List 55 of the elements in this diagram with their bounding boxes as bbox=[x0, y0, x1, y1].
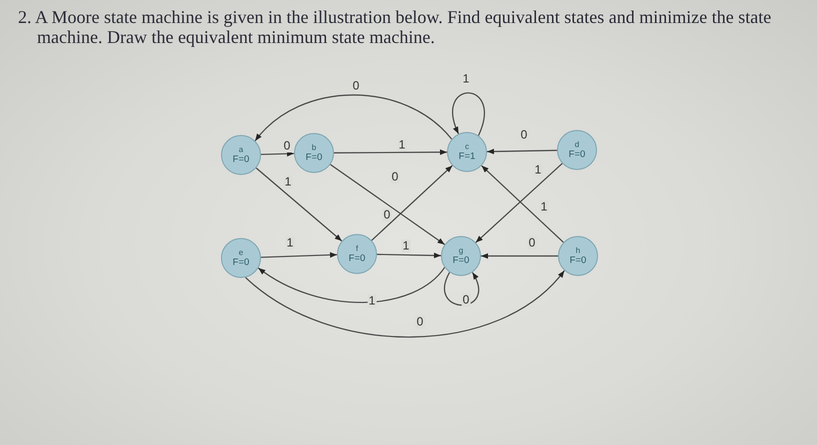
output-label: F=0 bbox=[452, 255, 470, 266]
state-name: b bbox=[312, 143, 316, 152]
state-circle bbox=[294, 133, 334, 173]
state-name: e bbox=[238, 248, 244, 257]
edge-label: 1 bbox=[368, 294, 376, 308]
self-loop-arrow bbox=[444, 272, 480, 306]
state-circle bbox=[557, 130, 597, 170]
state-name: f bbox=[356, 244, 358, 253]
state-name: d bbox=[574, 140, 580, 149]
self-loop-arrow bbox=[452, 92, 485, 136]
edge-label: 1 bbox=[534, 164, 542, 176]
edge-label: 1 bbox=[462, 72, 470, 86]
output-label: F=0 bbox=[568, 149, 586, 160]
transition-arrow bbox=[260, 150, 294, 157]
transition-arrow bbox=[330, 164, 445, 246]
edge-label: 0 bbox=[382, 208, 392, 222]
transition-arrow bbox=[258, 267, 446, 303]
state-name: g bbox=[458, 246, 464, 255]
edge-label: 0 bbox=[462, 294, 470, 306]
edge-label: 0 bbox=[352, 80, 360, 92]
edge-label: 0 bbox=[390, 170, 400, 184]
question-text: 2. A Moore state machine is given in the illustration below. Find equivalent states and minimize the state machine. Draw the equivalent minimum state machine. bbox=[18, 7, 772, 47]
edge-label: 1 bbox=[286, 236, 294, 250]
state-circle bbox=[441, 236, 481, 276]
output-label: F=0 bbox=[570, 255, 586, 266]
state-name: a bbox=[238, 145, 244, 154]
state-name: c bbox=[465, 142, 469, 151]
transition-arrow bbox=[486, 148, 558, 154]
transition-arrow bbox=[481, 253, 558, 259]
transition-arrow bbox=[254, 94, 452, 142]
transition-arrow bbox=[260, 252, 338, 258]
edge-label: 1 bbox=[540, 200, 548, 214]
output-label: F=0 bbox=[348, 253, 366, 264]
edge-label: 0 bbox=[520, 128, 528, 142]
output-label: F=1 bbox=[458, 151, 476, 162]
edge-label: 1 bbox=[284, 176, 292, 188]
state-circle bbox=[221, 135, 261, 175]
transition-arrow bbox=[376, 252, 442, 258]
state-circle bbox=[447, 132, 487, 172]
output-label: F=0 bbox=[232, 257, 250, 268]
edge-label: 1 bbox=[398, 138, 406, 152]
edge-label: 0 bbox=[282, 140, 292, 152]
state-circle bbox=[221, 238, 261, 278]
edge-label: 0 bbox=[416, 316, 424, 328]
state-name: h bbox=[576, 246, 580, 255]
output-label: F=0 bbox=[232, 154, 250, 165]
edge-label: 0 bbox=[528, 236, 536, 250]
transition-arrow bbox=[371, 165, 453, 241]
edge-label: 1 bbox=[402, 240, 410, 252]
state-circle bbox=[337, 234, 377, 274]
transition-arrow bbox=[245, 270, 565, 338]
transition-arrow bbox=[256, 168, 342, 242]
transition-arrow bbox=[334, 149, 447, 155]
state-circle bbox=[558, 236, 598, 276]
output-label: F=0 bbox=[306, 152, 322, 163]
